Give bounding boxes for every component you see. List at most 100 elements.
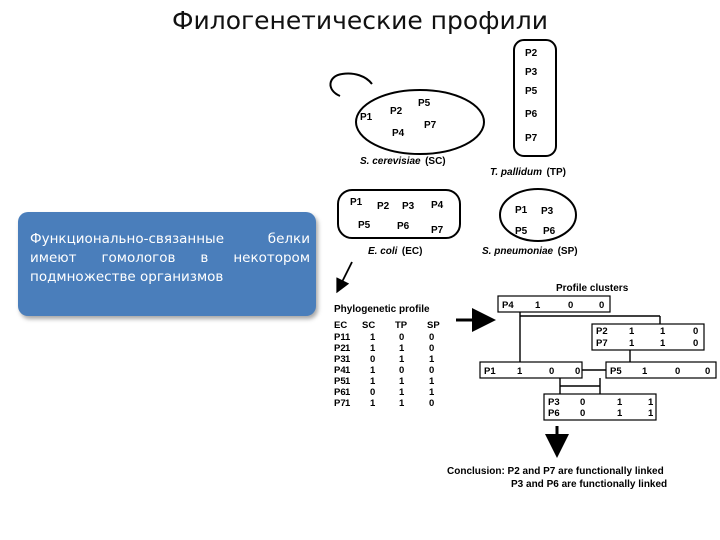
profile-cell: 1 [399, 398, 405, 409]
profile-col-header: TP [395, 320, 408, 331]
cluster-cell: P5 [610, 366, 622, 377]
cluster-cell: 1 [660, 338, 666, 349]
profile-cell: P7 [334, 398, 346, 409]
sc-label: S. cerevisiae (SC) [360, 151, 446, 168]
profile-cell: P5 [334, 376, 346, 387]
sc-cell-shape [355, 89, 485, 155]
ec-protein: P3 [402, 201, 415, 212]
table-row: P2 1 1 1 0 [334, 343, 434, 354]
ec-cell-shape [337, 189, 461, 239]
cluster-cell: 0 [568, 300, 573, 311]
table-row: P6 1 0 1 1 [334, 387, 435, 398]
profile-cell: 1 [345, 343, 351, 354]
cluster-cell: 1 [642, 366, 648, 377]
profile-cell: 1 [429, 376, 435, 387]
cluster-cell: 0 [705, 366, 710, 377]
profile-cell: 1 [399, 387, 405, 398]
profile-col-header: EC [334, 320, 347, 331]
callout-box: Функционально-связанные белки имеют гомо… [18, 212, 316, 316]
tp-cell-shape [513, 39, 557, 157]
sc-protein: P2 [390, 106, 403, 117]
sp-protein: P6 [543, 226, 556, 237]
table-row: P4 1 1 0 0 [334, 365, 434, 376]
conclusion-line2: P3 and P6 are functionally linked [511, 479, 667, 490]
cluster-cell: 0 [549, 366, 554, 377]
cluster-cell: 0 [575, 366, 580, 377]
profile-cell: 1 [345, 398, 351, 409]
profile-cell: 0 [370, 387, 375, 398]
profile-cell: 1 [345, 387, 351, 398]
profile-cell: 1 [370, 343, 376, 354]
profile-col-header: SP [427, 320, 440, 331]
profile-cell: 1 [370, 376, 376, 387]
cluster-cell: 0 [599, 300, 604, 311]
sc-bud-shape [329, 72, 373, 97]
organism-ec: P1 P2 P3 P4 P5 P6 P7 E. coli (EC) [337, 189, 461, 257]
ec-protein: P2 [377, 201, 390, 212]
profile-cell: 0 [429, 332, 434, 343]
profile-cell: 1 [429, 387, 435, 398]
sp-cell-shape [499, 188, 577, 242]
table-row: P5 1 1 1 1 [334, 376, 435, 387]
table-row: P1 1 1 0 0 [334, 332, 434, 343]
conclusion-line1: Conclusion: P2 and P7 are functionally l… [447, 466, 664, 477]
tp-protein: P3 [525, 67, 538, 78]
profile-cell: 1 [370, 365, 376, 376]
sp-protein: P1 [515, 205, 528, 216]
cluster-cell: P7 [596, 338, 608, 349]
profile-cell: 1 [345, 365, 351, 376]
cluster-cell: 1 [617, 397, 623, 408]
profile-cell: 1 [429, 354, 435, 365]
cluster-cell: 1 [648, 397, 654, 408]
profile-title: Phylogenetic profile [334, 304, 430, 315]
sc-protein: P1 [360, 112, 373, 123]
tp-label: T. pallidum (TP) [490, 162, 566, 179]
organism-sc: P1 P2 P5 P4 P7 S. cerevisiae (SC) [329, 72, 485, 168]
sp-protein: P5 [515, 226, 528, 237]
profile-cell: P1 [334, 332, 346, 343]
sc-protein: P4 [392, 128, 405, 139]
cluster-box-p2-p7 [591, 323, 705, 351]
profile-cell: 1 [399, 354, 405, 365]
table-row: P7 1 1 1 0 [334, 398, 434, 409]
cluster-cell: P4 [502, 300, 514, 311]
tp-protein: P7 [525, 133, 538, 144]
profile-cell: 0 [399, 332, 404, 343]
profile-rows: P1 1 1 0 0 P2 1 1 1 0 P3 1 0 1 1 P4 1 1 … [334, 332, 435, 409]
profile-cell: 1 [345, 332, 351, 343]
callout-text: Функционально-связанные белки имеют гомо… [30, 231, 310, 285]
page-title: Филогенетические профили [171, 6, 549, 35]
profile-cell: 0 [429, 343, 434, 354]
cluster-cell: 1 [629, 326, 635, 337]
sp-protein: P3 [541, 206, 554, 217]
tp-protein: P5 [525, 86, 538, 97]
profile-cell: 1 [370, 332, 376, 343]
profile-cell: 1 [399, 376, 405, 387]
table-row: P3 1 0 1 1 [334, 354, 435, 365]
profile-cell: P2 [334, 343, 346, 354]
sc-protein: P7 [424, 120, 437, 131]
profile-cell: 1 [345, 376, 351, 387]
ec-protein: P1 [350, 197, 363, 208]
profile-cell: 1 [370, 398, 376, 409]
arrow-ec-to-profile [336, 261, 353, 294]
cluster-cell: 1 [648, 408, 654, 419]
tp-protein: P6 [525, 109, 538, 120]
phylogenetic-profile-table: Phylogenetic profile EC SC TP SP P1 1 1 … [334, 304, 440, 409]
cluster-cell: 1 [535, 300, 541, 311]
cluster-cell: 1 [629, 338, 635, 349]
cluster-cell: 0 [675, 366, 680, 377]
profile-cell: 0 [399, 365, 404, 376]
cluster-box-p3-p6 [543, 393, 657, 421]
profile-col-header: SC [362, 320, 375, 331]
cluster-cell: P3 [548, 397, 560, 408]
cluster-box-p5 [605, 361, 717, 379]
organism-sp: P1 P3 P5 P6 S. pneumoniae (SP) [482, 188, 578, 258]
sp-label: S. pneumoniae (SP) [482, 241, 578, 258]
cluster-cell: 0 [580, 408, 585, 419]
cluster-cell: 1 [617, 408, 623, 419]
profile-clusters: Profile clusters P4 1 0 0 P2 1 1 0 P7 1 … [479, 283, 717, 421]
profile-cell: 1 [345, 354, 351, 365]
profile-cell: 0 [429, 365, 434, 376]
